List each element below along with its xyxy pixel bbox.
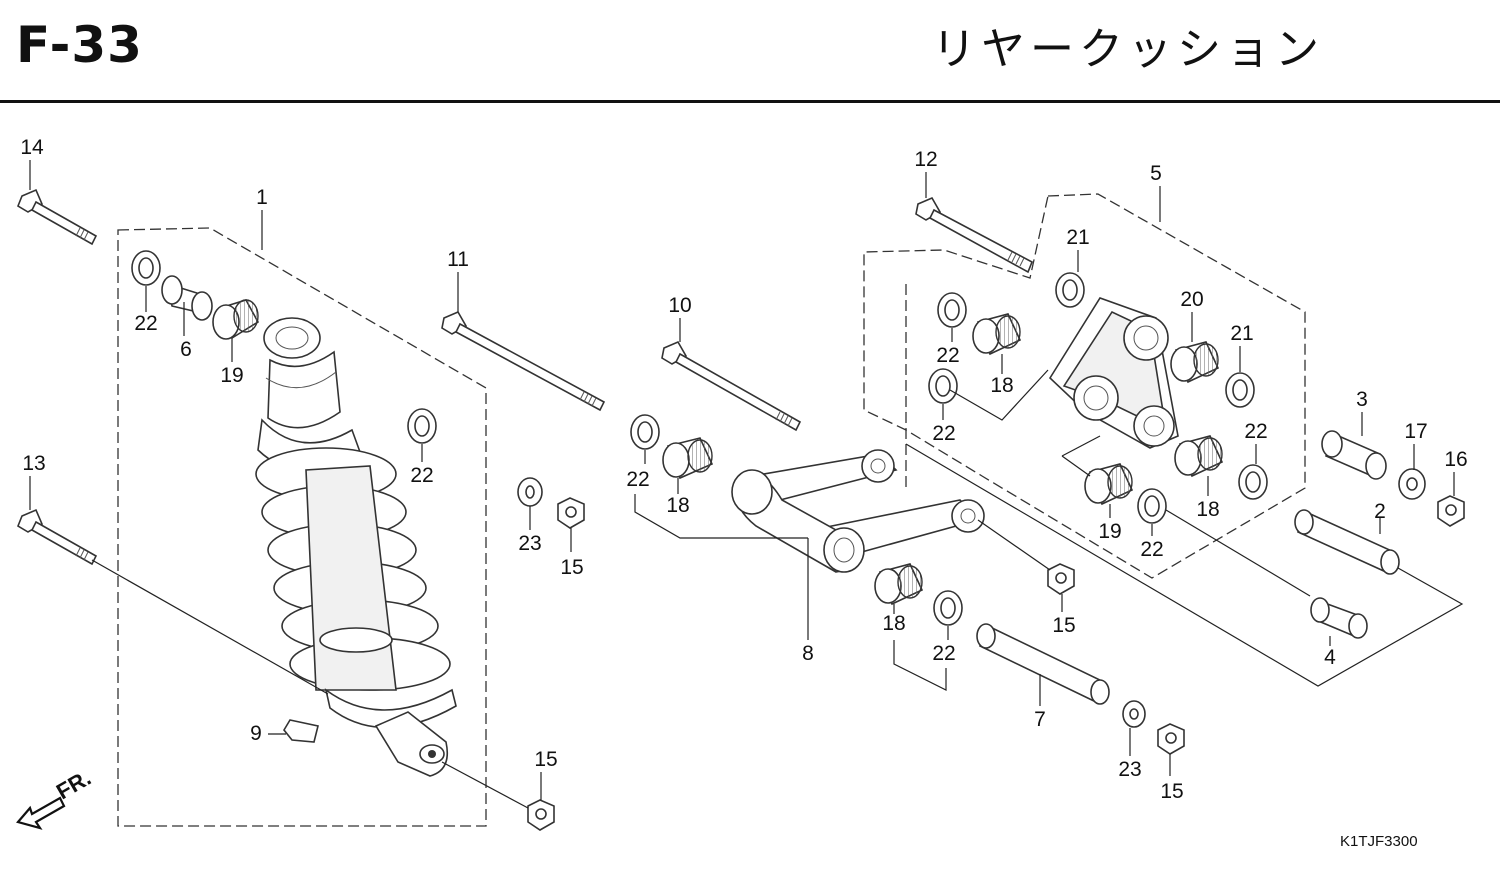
callout-22: 22	[932, 642, 955, 665]
callout-12: 12	[914, 148, 937, 171]
figure-title: リヤークッション	[932, 24, 1324, 75]
callout-23: 23	[518, 532, 541, 555]
callout-18: 18	[990, 374, 1013, 397]
callout-23: 23	[1118, 758, 1141, 781]
callout-5: 5	[1150, 162, 1162, 185]
callout-22: 22	[626, 468, 649, 491]
callout-21: 21	[1230, 322, 1253, 345]
callout-16: 16	[1444, 448, 1467, 471]
callout-13: 13	[22, 452, 45, 475]
shock-assembly-outline	[117, 227, 487, 827]
callout-20: 20	[1180, 288, 1203, 311]
rear-shock-absorber	[255, 317, 457, 777]
callout-6: 6	[180, 338, 192, 361]
callout-22: 22	[936, 344, 959, 367]
callout-9: 9	[250, 722, 262, 745]
callout-17: 17	[1404, 420, 1427, 443]
bolt-13	[17, 508, 98, 566]
callout-19: 19	[220, 364, 243, 387]
callout-3: 3	[1356, 388, 1368, 411]
bolt-12	[915, 196, 1034, 274]
front-direction-arrow-icon	[16, 796, 66, 830]
cushion-arm-assembly-outline	[863, 193, 1306, 579]
callout-18: 18	[882, 612, 905, 635]
callout-10: 10	[668, 294, 691, 317]
callout-22: 22	[134, 312, 157, 335]
collar	[161, 275, 1400, 705]
callout-15: 15	[534, 748, 557, 771]
callout-11: 11	[447, 248, 469, 271]
figure-code: F-33	[16, 16, 143, 74]
dust-seal	[131, 250, 1268, 626]
callout-22: 22	[410, 464, 433, 487]
leader-lines	[29, 160, 1464, 809]
callout-21: 21	[1066, 226, 1089, 249]
callout-18: 18	[1196, 498, 1219, 521]
callout-2: 2	[1374, 500, 1386, 523]
needle-bearing	[212, 299, 1224, 606]
callout-15: 15	[1052, 614, 1075, 637]
callout-4: 4	[1324, 646, 1336, 669]
callout-14: 14	[20, 136, 44, 159]
nut	[527, 495, 1465, 831]
callout-22: 22	[1244, 420, 1267, 443]
callout-22: 22	[1140, 538, 1163, 561]
callout-18: 18	[666, 494, 689, 517]
bolt-11	[441, 310, 606, 412]
cushion-arm	[1048, 297, 1179, 449]
drawing-code: K1TJF3300	[1340, 833, 1418, 850]
callout-15: 15	[1160, 780, 1183, 803]
bolt-10	[661, 340, 802, 432]
callout-19: 19	[1098, 520, 1121, 543]
header-divider	[0, 100, 1500, 103]
callout-8: 8	[802, 642, 814, 665]
cushion-connecting-rod	[731, 449, 985, 573]
callout-numbers: 14 1 22 6 19 11 22 13 23 15 9 15 10 22 1…	[20, 136, 1467, 803]
callout-1: 1	[256, 186, 268, 209]
caution-label-icon	[283, 719, 319, 743]
callout-22: 22	[932, 422, 955, 445]
callout-15: 15	[560, 556, 583, 579]
bolt-14	[17, 188, 98, 246]
callout-7: 7	[1034, 708, 1046, 731]
